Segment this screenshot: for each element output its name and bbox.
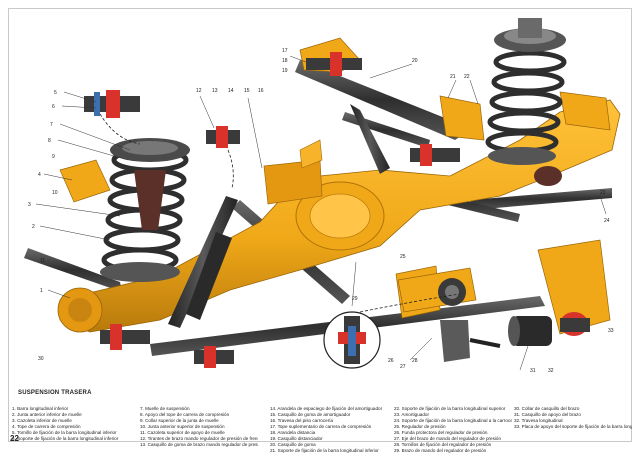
callout-label: 2 bbox=[32, 224, 35, 230]
callout-label: 7 bbox=[50, 122, 53, 128]
callout-label: 23 bbox=[600, 190, 606, 196]
legend-item: 10. Junta anterior superior de suspensió… bbox=[140, 424, 225, 429]
magnified-detail-inset bbox=[323, 311, 381, 369]
legend-item: 14. Arandela de espaciego de fijación de… bbox=[270, 406, 383, 411]
bushing-detail-right bbox=[560, 318, 590, 332]
legend-item: 15. Casquillo de goma de amortiguador bbox=[270, 412, 351, 417]
legend-column-1: 1. Barra longitudinal inferior 2. Junta … bbox=[12, 406, 130, 442]
callout-label: 8 bbox=[48, 138, 51, 144]
legend-item: 9. Collar superior de la junta de muelle bbox=[140, 418, 219, 423]
legend-item: 33. Placa de apoyo del soporte de fijaci… bbox=[514, 424, 632, 429]
legend-item: 16. Travesa del piso carrocería bbox=[270, 418, 334, 423]
callout-label: 13 bbox=[212, 88, 218, 94]
legend-item: 30. Collar de casquillo del brazo bbox=[514, 406, 580, 411]
legend-item: 19. Casquillo distanciador bbox=[270, 436, 323, 441]
callout-label: 29 bbox=[352, 296, 358, 302]
leader-dashes bbox=[99, 113, 461, 313]
callout-label: 31 bbox=[530, 368, 536, 374]
bushing-detail-top-left bbox=[84, 90, 140, 118]
right-spring-upper-seat bbox=[494, 18, 566, 52]
legend-column-4: 22. Soporte de fijación de la barra long… bbox=[394, 406, 512, 454]
bushing-detail-bottom-left bbox=[100, 324, 234, 368]
brake-pressure-regulator bbox=[397, 267, 501, 362]
callout-label: 21 bbox=[450, 74, 456, 80]
legend-item: 18. Arandela distancia bbox=[270, 430, 316, 435]
legend-item: 25. Regulador de presión bbox=[394, 424, 446, 429]
callout-label: 30 bbox=[38, 356, 44, 362]
left-spring-lower-seat bbox=[100, 262, 180, 282]
callout-label: 22 bbox=[464, 74, 470, 80]
legend-item: 13. Casquillo de goma de brazo mando reg… bbox=[140, 442, 258, 447]
callout-label: 10 bbox=[52, 190, 58, 196]
bushing-detail-center bbox=[410, 144, 460, 166]
callout-label: 5 bbox=[54, 90, 57, 96]
callout-label: 12 bbox=[196, 88, 202, 94]
legend-column-2: 7. Muelle de suspensión 8. Apoyo del top… bbox=[140, 406, 258, 448]
legend-item: 8. Apoyo del tope de carrera de compresi… bbox=[140, 412, 230, 417]
legend-column-5: 30. Collar de casquillo del brazo 31. Ca… bbox=[514, 406, 632, 430]
legend-item: 24. Soporte de fijación de la barra long… bbox=[394, 418, 512, 423]
legend-column-3: 14. Arandela de espaciego de fijación de… bbox=[270, 406, 388, 454]
callout-label: 4 bbox=[38, 172, 41, 178]
legend-item: 3. Cazoleta inferior de muelle bbox=[12, 418, 72, 423]
callout-label: 18 bbox=[282, 58, 288, 64]
callout-label: 11 bbox=[40, 258, 45, 264]
lower-longitudinal-rod-left bbox=[24, 248, 122, 292]
callout-label: 3 bbox=[28, 202, 31, 208]
legend-item: 22. Soporte de fijación de la barra long… bbox=[394, 406, 506, 411]
legend-item: 12. Tirantes de brazo mando regulador de… bbox=[140, 436, 258, 441]
legend-item: 2. Junta anterior inferior de muelle bbox=[12, 412, 82, 417]
callout-label: 27 bbox=[400, 364, 406, 370]
legend-item: 31. Casquillo de apoyo del brazo bbox=[514, 412, 581, 417]
parts-legend: SUSPENSION TRASERA 1. Barra longitudinal… bbox=[8, 390, 632, 453]
callout-label: 14 bbox=[228, 88, 234, 94]
callout-label: 6 bbox=[52, 104, 55, 110]
left-shock-absorber bbox=[168, 196, 238, 328]
legend-item: 7. Muelle de suspensión bbox=[140, 406, 190, 411]
callout-label: 20 bbox=[412, 58, 418, 64]
legend-title: SUSPENSION TRASERA bbox=[18, 390, 92, 396]
legend-item: 23. Amortiguador bbox=[394, 412, 429, 417]
legend-item: 27. Eje del brazo de mando del regulador… bbox=[394, 436, 502, 441]
bushing-detail-top-center bbox=[306, 52, 362, 76]
legend-item: 6. Soporte de fijación de la barra longi… bbox=[12, 436, 119, 441]
callout-label: 25 bbox=[400, 254, 406, 260]
callout-label: 28 bbox=[412, 358, 418, 364]
callout-label: 16 bbox=[258, 88, 264, 94]
callout-label: 15 bbox=[244, 88, 250, 94]
legend-item: 17. Tope suplementario de carrera de com… bbox=[270, 424, 372, 429]
left-spring-upper-seat bbox=[110, 138, 190, 230]
callout-numbers: 1 2 3 4 5 6 7 8 9 10 11 12 13 14 15 16 1… bbox=[28, 48, 614, 374]
callout-label: 33 bbox=[608, 328, 614, 334]
callout-label: 1 bbox=[40, 288, 43, 294]
page-number: 22 bbox=[10, 434, 19, 443]
legend-item: 1. Barra longitudinal inferior bbox=[12, 406, 69, 411]
legend-item: 21. Soporte de fijación de la barra long… bbox=[270, 448, 379, 453]
legend-item: 29. Brazo de mando del regulador de pres… bbox=[394, 448, 487, 453]
callout-label: 32 bbox=[548, 368, 554, 374]
legend-item: 28. Tornillos de fijación del regulador … bbox=[394, 442, 492, 447]
callout-leader-lines bbox=[35, 55, 607, 371]
right-spring-lower-seat bbox=[488, 147, 562, 186]
bushing-detail-upper-left bbox=[206, 126, 240, 148]
callout-label: 24 bbox=[604, 218, 610, 224]
legend-item: 20. Casquillo de goma bbox=[270, 442, 316, 447]
legend-item: 5. Tornillo de fijación de la barra long… bbox=[12, 430, 117, 435]
legend-item: 4. Tope de carrera de compresión bbox=[12, 424, 81, 429]
callout-label: 19 bbox=[282, 68, 288, 74]
callout-label: 9 bbox=[52, 154, 55, 160]
callout-label: 26 bbox=[388, 358, 394, 364]
legend-item: 11. Cazoleta superior de apoyo de muelle bbox=[140, 430, 225, 435]
legend-item: 32. Travesa longitudinal bbox=[514, 418, 563, 423]
callout-label: 17 bbox=[282, 48, 288, 54]
right-shock-absorber bbox=[350, 104, 390, 174]
legend-item: 26. Funda protectora del regulador de pr… bbox=[394, 430, 488, 435]
